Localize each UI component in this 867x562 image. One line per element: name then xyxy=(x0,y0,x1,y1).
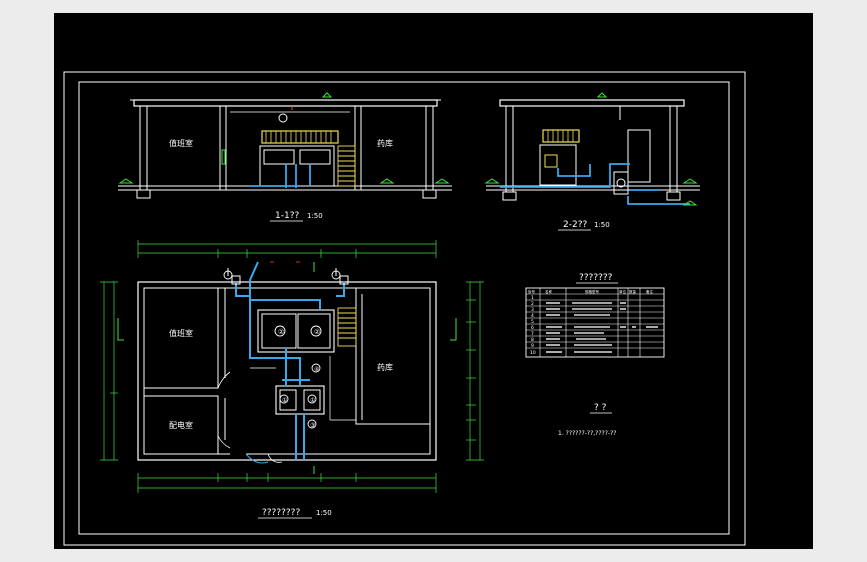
room-label-store: 药库 xyxy=(377,138,393,148)
equipment-frame xyxy=(261,130,339,144)
plan-marker-1a: ① xyxy=(282,397,287,404)
level-mark-icon xyxy=(434,178,450,184)
plan-marker-2a: ② xyxy=(278,328,284,336)
table-header-name: 名称 xyxy=(545,289,553,294)
section-1-title: 1-1?? xyxy=(275,211,299,221)
table-row-6: 6 xyxy=(531,325,534,331)
plan-marker-2b: ② xyxy=(314,328,320,336)
floor-plan: ② ② ④ ① ① ③ 值班室 配电室 药库 ???????? 1:50 xyxy=(100,240,484,519)
table-title: ??????? xyxy=(579,273,613,283)
outer-frame xyxy=(63,71,746,546)
level-mark-icon xyxy=(118,178,134,184)
level-mark-icon xyxy=(379,178,395,184)
table-header-qty: 数量 xyxy=(629,289,637,294)
table-header-remark: 备注 xyxy=(646,289,654,294)
section-2-2: 2-2?? 1:50 xyxy=(484,92,700,231)
section-1-scale: 1:50 xyxy=(307,212,323,220)
table-header-no: 序号 xyxy=(528,289,536,294)
notes: ? ? 1. ??????-??,????-?? xyxy=(558,403,616,437)
room-label-duty: 值班室 xyxy=(169,138,193,148)
circle-callout-icon xyxy=(278,113,288,123)
plan-marker-3: ③ xyxy=(310,422,315,429)
notes-title: ? ? xyxy=(594,403,607,413)
table-row-4: 4 xyxy=(531,313,534,319)
drawing-sheet xyxy=(54,13,813,549)
table-row-8: 8 xyxy=(531,337,534,343)
plan-marker-4: ④ xyxy=(314,366,319,373)
section-1-1: 值班室 药库 1-1?? 1:50 xyxy=(118,92,452,222)
table-row-3: 3 xyxy=(531,307,534,313)
table-row-5: 5 xyxy=(531,319,534,325)
plan-title: ???????? xyxy=(262,508,300,518)
level-mark-icon xyxy=(321,92,333,98)
plan-scale: 1:50 xyxy=(316,509,332,517)
notes-line-1: 1. ??????-??,????-?? xyxy=(558,430,616,437)
table-row-2: 2 xyxy=(531,301,534,307)
table-header-unit: 单位 xyxy=(619,289,627,294)
equipment-table: ??????? 序号 名称 规格型号 单位 数量 备注 xyxy=(525,273,665,358)
plan-room-store: 药库 xyxy=(377,362,393,372)
table-row-1: 1 xyxy=(531,295,534,301)
section-2-scale: 1:50 xyxy=(594,221,610,229)
table-row-7: 7 xyxy=(531,331,534,337)
table-row-10: 10 xyxy=(530,350,536,356)
table-row-9: 9 xyxy=(531,343,534,349)
plan-room-duty: 值班室 xyxy=(169,328,193,338)
inner-frame xyxy=(78,81,730,535)
plan-room-power: 配电室 xyxy=(169,420,193,430)
table-header-spec: 规格型号 xyxy=(585,289,599,294)
plan-marker-1b: ① xyxy=(310,397,315,404)
section-2-title: 2-2?? xyxy=(563,220,587,230)
